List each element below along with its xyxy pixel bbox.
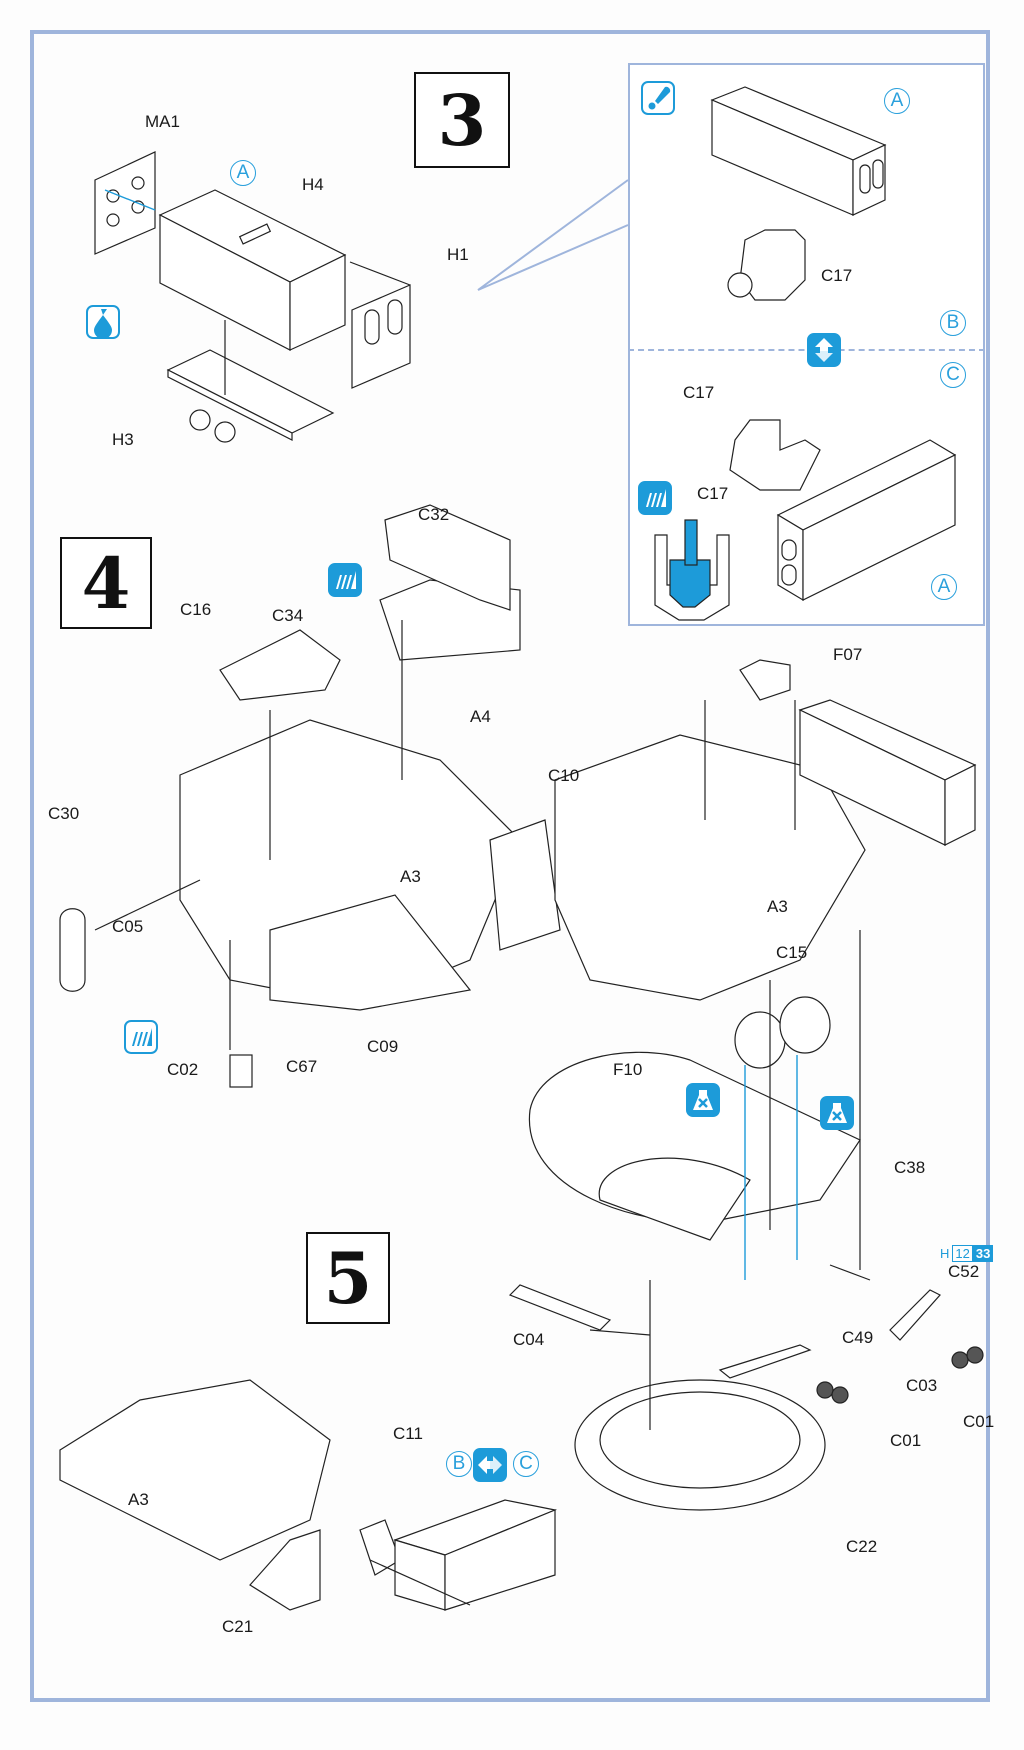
label-c21: C21 — [222, 1617, 254, 1636]
variant-a-bottom-text: A — [937, 576, 951, 597]
variant-b-marker-5: B — [446, 1451, 472, 1477]
label-a3-left: A3 — [400, 867, 421, 886]
paint-icon — [328, 563, 362, 597]
do-not-glue-glyph — [827, 1103, 847, 1123]
label-c52: C52 — [948, 1262, 980, 1281]
paint-ref-prefix: H — [940, 1246, 950, 1261]
label-c03: C03 — [906, 1376, 938, 1395]
label-c10: C10 — [548, 766, 580, 785]
step-5-number: 5 — [306, 1232, 390, 1324]
label-c01-mid: C01 — [890, 1431, 922, 1450]
label-a4: A4 — [470, 707, 491, 726]
variant-c-marker-5: C — [513, 1451, 539, 1477]
variant-b-marker: B — [940, 310, 966, 336]
swap-horizontal-glyph — [478, 1456, 502, 1474]
do-not-glue-glyph — [693, 1090, 713, 1110]
part-h1 — [351, 284, 411, 389]
paint-reference: H 12 33 — [940, 1245, 994, 1262]
label-c11: C11 — [393, 1424, 423, 1443]
glue-drop-glyph — [94, 309, 112, 337]
label-c01-right: C01 — [963, 1412, 995, 1431]
do-not-glue-icon — [820, 1096, 854, 1130]
step-5-label: 5 — [323, 1236, 373, 1320]
label-c16: C16 — [180, 600, 212, 619]
label-c05: C05 — [112, 917, 144, 936]
step-4-number: 4 — [60, 537, 152, 629]
turret-body-4b — [554, 734, 866, 1001]
label-c17-top: C17 — [821, 266, 853, 285]
flip-vertical-glyph — [815, 338, 833, 362]
step-4-label: 4 — [81, 541, 131, 625]
paint-glyph — [336, 571, 356, 589]
turret-body-4 — [179, 719, 521, 1006]
label-c17-bottom: C17 — [697, 484, 729, 503]
step-3-label: 3 — [437, 78, 487, 162]
label-c15: C15 — [776, 943, 808, 962]
label-c38: C38 — [894, 1158, 926, 1177]
label-f07: F07 — [833, 645, 863, 664]
label-ma1: MA1 — [145, 112, 180, 131]
do-not-glue-icon — [686, 1083, 720, 1117]
label-c09: C09 — [367, 1037, 399, 1056]
turret-body-5 — [59, 1379, 331, 1561]
page-frame — [30, 30, 990, 1702]
paint-glyph — [132, 1028, 152, 1046]
swap-horizontal-icon — [473, 1448, 507, 1482]
part-ma1 — [94, 151, 156, 255]
flip-vertical-icon — [807, 333, 841, 367]
label-c17-mid: C17 — [683, 383, 715, 402]
variant-c-text: C — [946, 364, 960, 385]
variant-a-top-text: A — [890, 90, 904, 111]
label-c49: C49 — [842, 1328, 874, 1347]
attention-glyph — [648, 86, 671, 110]
variant-a-bottom-marker: A — [931, 574, 957, 600]
label-c02: C02 — [167, 1060, 199, 1079]
label-h1: H1 — [447, 245, 469, 264]
variant-a-text: A — [236, 162, 250, 183]
label-c22: C22 — [846, 1537, 878, 1556]
paint-icon — [124, 1020, 158, 1054]
label-h3: H3 — [112, 430, 134, 449]
variant-b-text-5: B — [452, 1453, 466, 1474]
paint-glyph — [646, 489, 666, 507]
paint-icon — [638, 481, 672, 515]
step-3-number: 3 — [414, 72, 510, 168]
variant-b-text: B — [946, 312, 960, 333]
label-f10: F10 — [613, 1060, 643, 1079]
label-c04: C04 — [513, 1330, 545, 1349]
paint-ref-code-2: 33 — [972, 1245, 994, 1262]
label-c67: C67 — [286, 1057, 318, 1076]
label-h4: H4 — [302, 175, 324, 194]
variant-c-text-5: C — [519, 1453, 533, 1474]
label-c34: C34 — [272, 606, 304, 625]
label-a3-5: A3 — [128, 1490, 149, 1509]
glue-drop-icon — [86, 305, 120, 339]
variant-c-marker: C — [940, 362, 966, 388]
label-a3-right: A3 — [767, 897, 788, 916]
paint-ref-code-1: 12 — [952, 1245, 973, 1262]
label-c30: C30 — [48, 804, 80, 823]
label-c32: C32 — [418, 505, 450, 524]
variant-divider — [628, 349, 985, 351]
variant-a-top-marker: A — [884, 88, 910, 114]
variant-a-marker: A — [230, 160, 256, 186]
attention-icon — [641, 81, 675, 115]
